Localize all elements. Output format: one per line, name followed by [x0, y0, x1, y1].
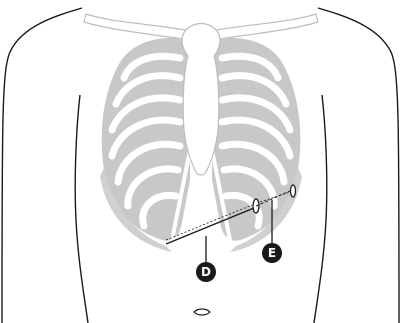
marker-e: E — [262, 243, 282, 263]
needle-e-tip — [291, 185, 296, 197]
right-clavicle — [212, 14, 318, 40]
marker-e-label: E — [268, 246, 276, 260]
right-shoulder-line — [318, 8, 399, 323]
marker-d-label: D — [201, 265, 211, 279]
navel — [194, 309, 210, 315]
left-shoulder-line — [2, 8, 82, 323]
right-flank-line — [314, 95, 327, 323]
marker-d: D — [196, 262, 216, 282]
left-flank-line — [75, 95, 88, 323]
left-clavicle — [84, 14, 190, 40]
